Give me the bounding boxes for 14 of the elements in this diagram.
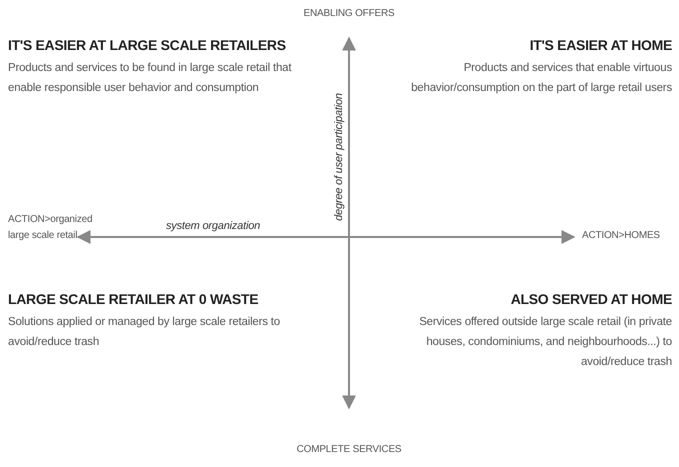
quadrant-description: Products and services to be found in large scale retail that enable responsible user behavior and consumption [8,61,292,96]
quadrant-heading: ALSO SERVED AT HOME [510,290,672,308]
axis-label: ENABLING OFFERS [302,7,396,21]
quadrant-description: Services offered outside large scale retail (in private houses, condominiums, and neighbourhoods...) to avoid/reduce trash [418,315,672,370]
quadrant-heading: IT'S EASIER AT LARGE SCALE RETAILERS [8,36,287,54]
axis-label: system organization [166,219,260,233]
quadrant-heading: LARGE SCALE RETAILER AT 0 WASTE [8,290,260,308]
axis-label: ACTION>HOMES [582,229,660,243]
axis-label: degree of user participation [332,92,346,223]
axis-label: COMPLETE SERVICES [296,443,402,457]
quadrant-heading: IT'S EASIER AT HOME [528,36,672,54]
axis-label: ACTION>organized large scale retail [8,213,94,243]
quadrant-description: Solutions applied or managed by large scale retailers to avoid/reduce trash [8,315,281,350]
quadrant-description: Products and services that enable virtuous behavior/consumption on the part of large retail users [410,61,672,96]
